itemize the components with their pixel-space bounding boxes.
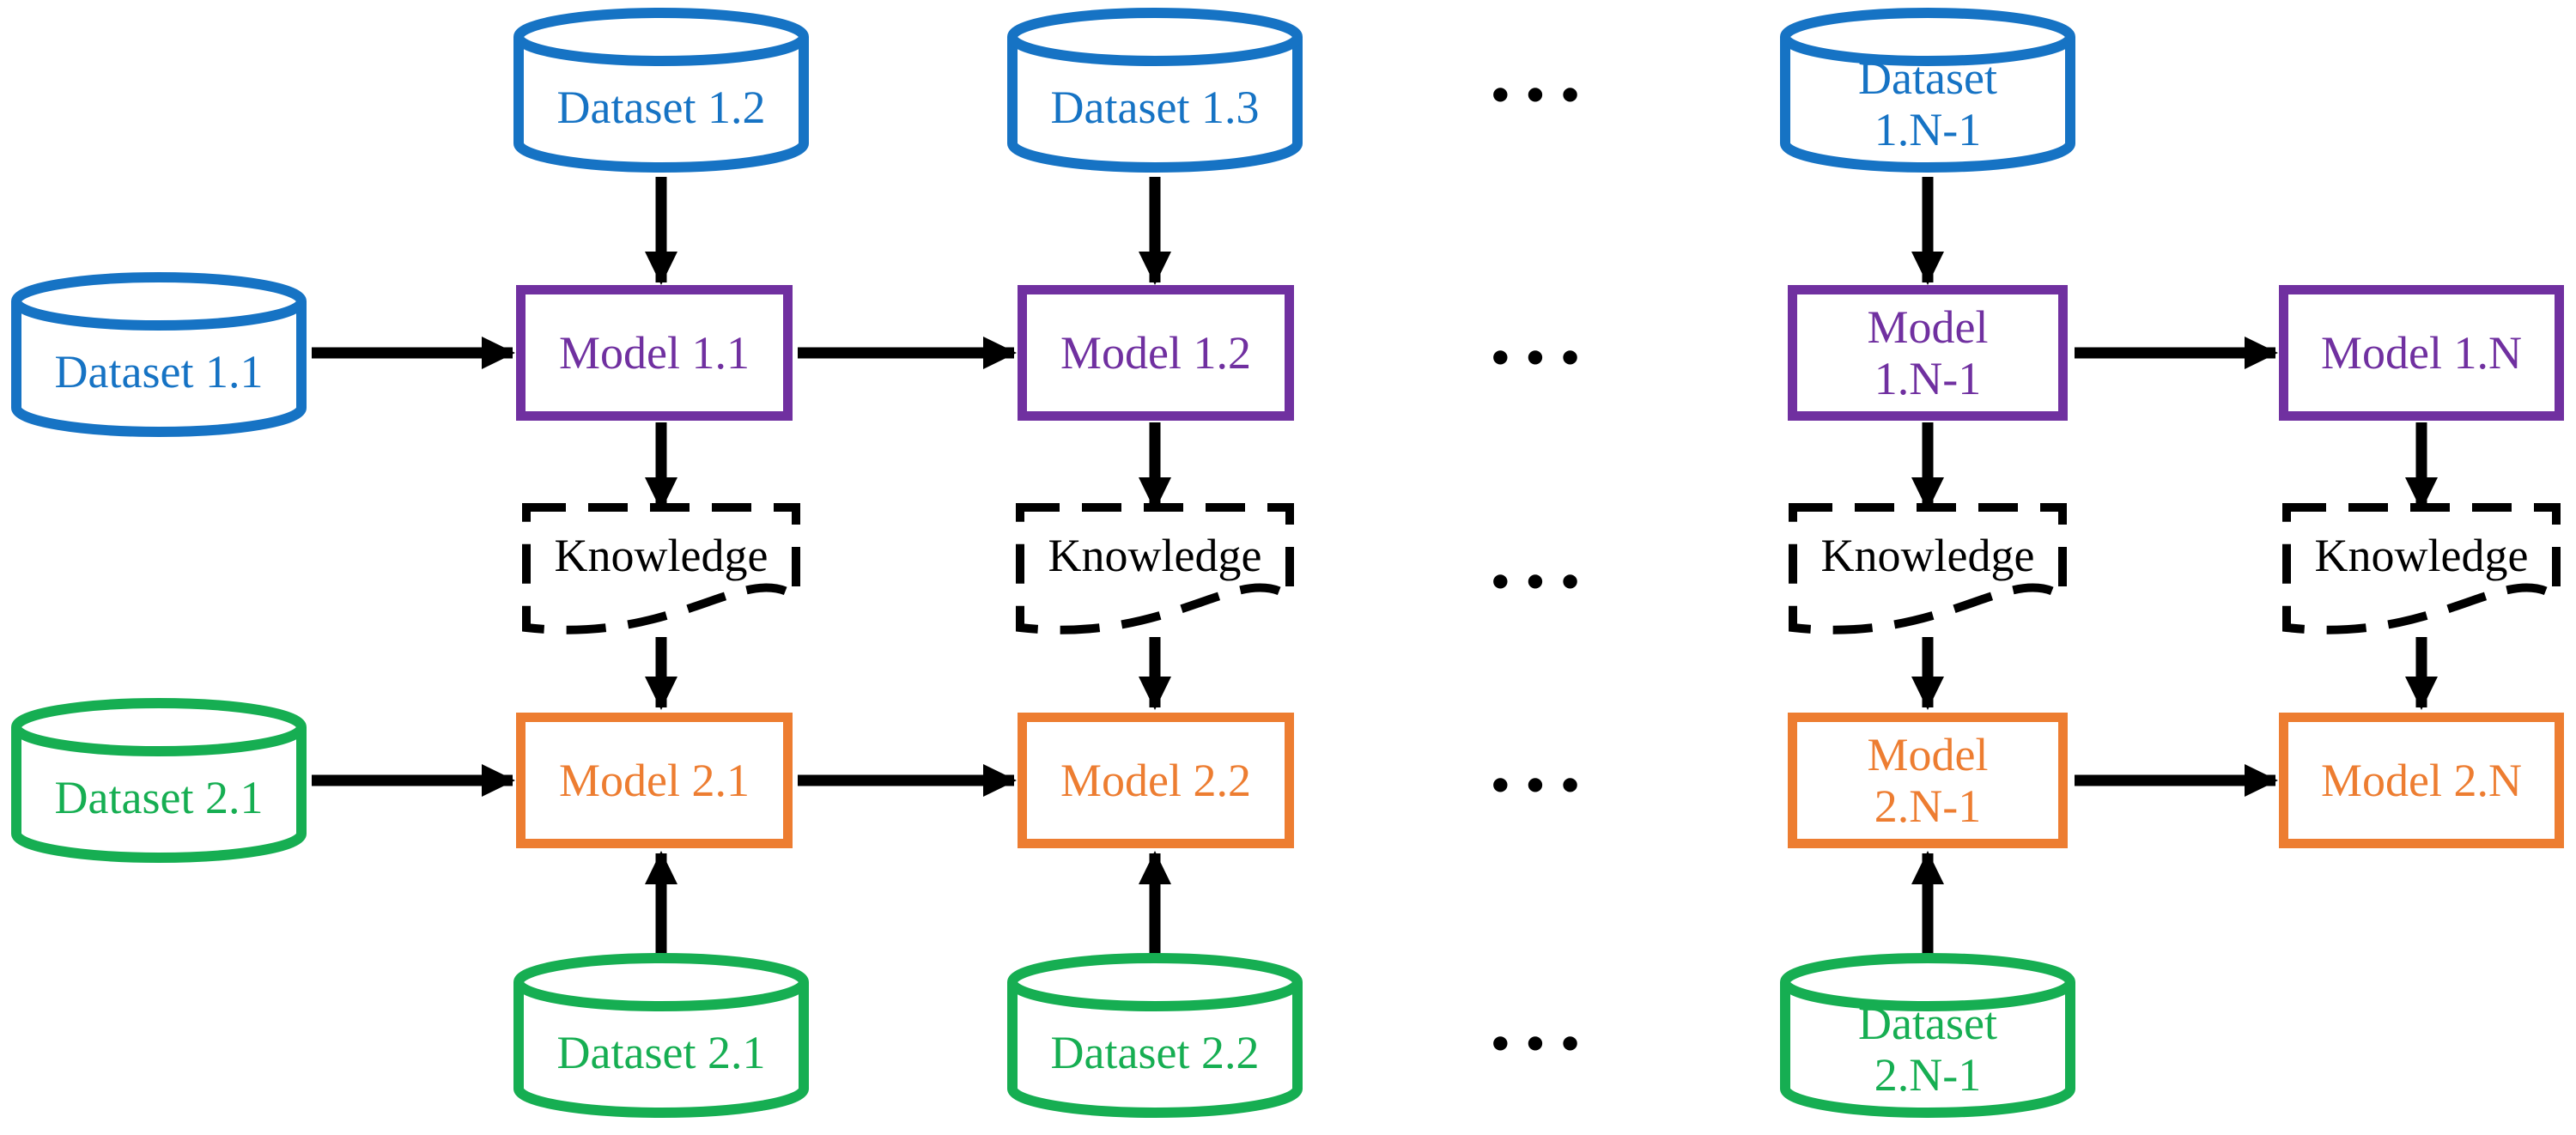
model-1-1-box: Model 1.1 — [516, 285, 793, 421]
model-2-n-1-label: Model 2.N-1 — [1867, 728, 1989, 832]
dataset-1-2-label: Dataset 1.2 — [556, 82, 766, 133]
dataset-2-1-input-cylinder: Dataset 2.1 — [6, 696, 312, 865]
model-1-n-1-box: Model 1.N-1 — [1788, 285, 2068, 421]
dataset-2-2-label: Dataset 2.2 — [1050, 1027, 1260, 1078]
ellipsis-datasets-bottom-row: ··· — [1487, 998, 1592, 1088]
ellipsis-datasets-top-row: ··· — [1487, 50, 1592, 139]
cylinder-shape — [513, 8, 809, 173]
dataset-2-1-cylinder: Dataset 2.1 — [508, 951, 814, 1120]
dataset-2-2-cylinder: Dataset 2.2 — [1002, 951, 1308, 1120]
model-2-n-box: Model 2.N — [2279, 713, 2564, 848]
knowledge-shape — [522, 503, 800, 634]
model-2-2-label: Model 2.2 — [1060, 754, 1251, 806]
knowledge-box-3: Knowledge — [1786, 501, 2069, 664]
cylinder-shape — [11, 698, 307, 863]
model-2-1-label: Model 2.1 — [559, 754, 750, 806]
dataset-1-2-cylinder: Dataset 1.2 — [508, 6, 814, 174]
ellipsis-models-2-row: ··· — [1487, 740, 1592, 829]
dataset-1-3-label: Dataset 1.3 — [1050, 82, 1260, 133]
ellipsis-knowledge-row: ··· — [1487, 537, 1592, 626]
knowledge-shape — [1016, 503, 1294, 634]
dataset-1-1-label: Dataset 1.1 — [54, 346, 264, 398]
knowledge-box-4: Knowledge — [2280, 501, 2563, 664]
cylinder-shape — [1007, 8, 1303, 173]
knowledge-label: Knowledge — [554, 530, 769, 581]
model-1-1-label: Model 1.1 — [559, 326, 750, 379]
cylinder-shape — [1007, 953, 1303, 1118]
model-1-2-label: Model 1.2 — [1060, 326, 1251, 379]
knowledge-box-1: Knowledge — [519, 501, 803, 664]
knowledge-shape — [2282, 503, 2561, 634]
dataset-2-n-1-label: Dataset 2.N-1 — [1858, 998, 1997, 1102]
model-2-2-box: Model 2.2 — [1018, 713, 1294, 848]
knowledge-label: Knowledge — [1048, 530, 1262, 581]
model-2-n-1-box: Model 2.N-1 — [1788, 713, 2068, 848]
knowledge-box-2: Knowledge — [1013, 501, 1297, 664]
model-1-n-box: Model 1.N — [2279, 285, 2564, 421]
knowledge-label: Knowledge — [1820, 530, 2035, 581]
cylinder-shape — [1780, 953, 2075, 1118]
model-2-n-label: Model 2.N — [2321, 754, 2522, 806]
cylinder-shape — [11, 272, 307, 437]
dataset-2-1-label: Dataset 2.1 — [556, 1027, 766, 1078]
cylinder-shape — [513, 953, 809, 1118]
model-1-n-1-label: Model 1.N-1 — [1867, 300, 1989, 404]
dataset-1-n-1-cylinder: Dataset 1.N-1 — [1775, 6, 2081, 174]
model-2-1-box: Model 2.1 — [516, 713, 793, 848]
dataset-2-n-1-cylinder: Dataset 2.N-1 — [1775, 951, 2081, 1120]
ellipsis-models-1-row: ··· — [1487, 313, 1592, 402]
dataset-1-n-1-label: Dataset 1.N-1 — [1858, 52, 1997, 156]
dataset-1-1-cylinder: Dataset 1.1 — [6, 270, 312, 439]
knowledge-label: Knowledge — [2314, 530, 2529, 581]
model-1-n-label: Model 1.N — [2321, 326, 2522, 379]
model-1-2-box: Model 1.2 — [1018, 285, 1294, 421]
dataset-1-3-cylinder: Dataset 1.3 — [1002, 6, 1308, 174]
cylinder-shape — [1780, 8, 2075, 173]
dataset-2-1-input-label: Dataset 2.1 — [54, 772, 264, 823]
knowledge-shape — [1789, 503, 2067, 634]
